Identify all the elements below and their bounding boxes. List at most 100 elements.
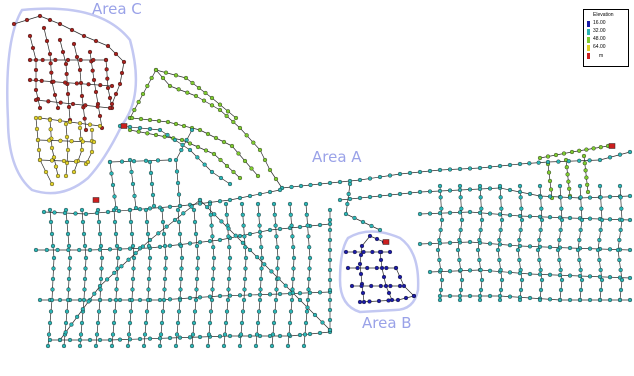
junction-node[interactable] [64, 330, 68, 334]
junction-node[interactable] [528, 215, 532, 219]
junction-node[interactable] [577, 258, 581, 262]
junction-node[interactable] [588, 217, 592, 221]
junction-node[interactable] [377, 299, 381, 303]
junction-node[interactable] [508, 295, 512, 299]
junction-node[interactable] [258, 293, 262, 297]
junction-node[interactable] [579, 207, 583, 211]
junction-node[interactable] [66, 298, 70, 302]
junction-node[interactable] [64, 321, 68, 325]
junction-node[interactable] [359, 272, 363, 276]
junction-node[interactable] [528, 272, 532, 276]
junction-node[interactable] [275, 235, 279, 239]
junction-node[interactable] [185, 138, 189, 142]
junction-node[interactable] [554, 153, 558, 157]
junction-node[interactable] [66, 148, 70, 152]
junction-node[interactable] [328, 288, 332, 292]
junction-node[interactable] [148, 256, 152, 260]
junction-node[interactable] [258, 298, 262, 302]
junction-node[interactable] [458, 294, 462, 298]
junction-node[interactable] [204, 149, 208, 153]
junction-node[interactable] [168, 336, 172, 340]
junction-node[interactable] [113, 310, 117, 314]
junction-node[interactable] [222, 140, 226, 144]
junction-node[interactable] [437, 258, 441, 262]
junction-node[interactable] [259, 288, 263, 292]
junction-node[interactable] [616, 248, 620, 252]
junction-node[interactable] [586, 190, 590, 194]
junction-node[interactable] [146, 232, 150, 236]
junction-node[interactable] [211, 245, 215, 249]
junction-node[interactable] [80, 148, 84, 152]
junction-node[interactable] [306, 298, 310, 302]
junction-node[interactable] [41, 58, 45, 62]
junction-node[interactable] [214, 136, 218, 140]
junction-node[interactable] [218, 294, 222, 298]
junction-node[interactable] [518, 214, 522, 218]
junction-node[interactable] [128, 158, 132, 162]
junction-node[interactable] [459, 207, 463, 211]
junction-node[interactable] [178, 336, 182, 340]
junction-node[interactable] [548, 273, 552, 277]
junction-node[interactable] [436, 248, 440, 252]
junction-node[interactable] [438, 211, 442, 215]
junction-node[interactable] [518, 184, 522, 188]
junction-node[interactable] [210, 298, 214, 302]
junction-node[interactable] [72, 170, 76, 174]
junction-node[interactable] [578, 298, 582, 302]
junction-node[interactable] [497, 258, 501, 262]
junction-node[interactable] [256, 321, 260, 325]
junction-node[interactable] [299, 184, 303, 188]
junction-node[interactable] [88, 50, 92, 54]
junction-node[interactable] [313, 313, 317, 317]
junction-node[interactable] [81, 307, 85, 311]
junction-node[interactable] [559, 195, 563, 199]
junction-node[interactable] [193, 220, 197, 224]
junction-node[interactable] [241, 213, 245, 217]
junction-node[interactable] [478, 294, 482, 298]
junction-node[interactable] [476, 248, 480, 252]
junction-node[interactable] [118, 298, 122, 302]
junction-node[interactable] [547, 171, 551, 175]
junction-node[interactable] [126, 344, 130, 348]
junction-node[interactable] [168, 297, 172, 301]
junction-node[interactable] [79, 58, 83, 62]
junction-node[interactable] [592, 147, 596, 151]
junction-node[interactable] [517, 238, 521, 242]
junction-node[interactable] [96, 321, 100, 325]
junction-node[interactable] [305, 213, 309, 217]
junction-node[interactable] [198, 202, 202, 206]
junction-node[interactable] [96, 105, 100, 109]
junction-node[interactable] [479, 268, 483, 272]
junction-node[interactable] [208, 295, 212, 299]
junction-node[interactable] [440, 218, 444, 222]
junction-node[interactable] [117, 209, 121, 213]
junction-node[interactable] [568, 274, 572, 278]
junction-node[interactable] [258, 224, 262, 228]
junction-node[interactable] [227, 288, 231, 292]
junction-node[interactable] [110, 102, 114, 106]
junction-node[interactable] [273, 213, 277, 217]
junction-node[interactable] [98, 298, 102, 302]
junction-node[interactable] [77, 248, 81, 252]
junction-node[interactable] [272, 321, 276, 325]
junction-node[interactable] [368, 177, 372, 181]
junction-node[interactable] [228, 294, 232, 298]
junction-node[interactable] [248, 293, 252, 297]
junction-node[interactable] [375, 237, 379, 241]
junction-node[interactable] [158, 128, 162, 132]
junction-node[interactable] [137, 100, 141, 104]
junction-node[interactable] [288, 202, 292, 206]
junction-node[interactable] [468, 167, 472, 171]
junction-node[interactable] [82, 232, 86, 236]
junction-node[interactable] [468, 210, 472, 214]
junction-node[interactable] [428, 190, 432, 194]
junction-node[interactable] [439, 195, 443, 199]
junction-node[interactable] [137, 130, 141, 134]
tank-icon[interactable] [121, 124, 127, 129]
junction-node[interactable] [131, 288, 135, 292]
junction-node[interactable] [538, 273, 542, 277]
junction-node[interactable] [278, 227, 282, 231]
junction-node[interactable] [111, 183, 115, 187]
junction-node[interactable] [184, 76, 188, 80]
junction-node[interactable] [274, 298, 278, 302]
